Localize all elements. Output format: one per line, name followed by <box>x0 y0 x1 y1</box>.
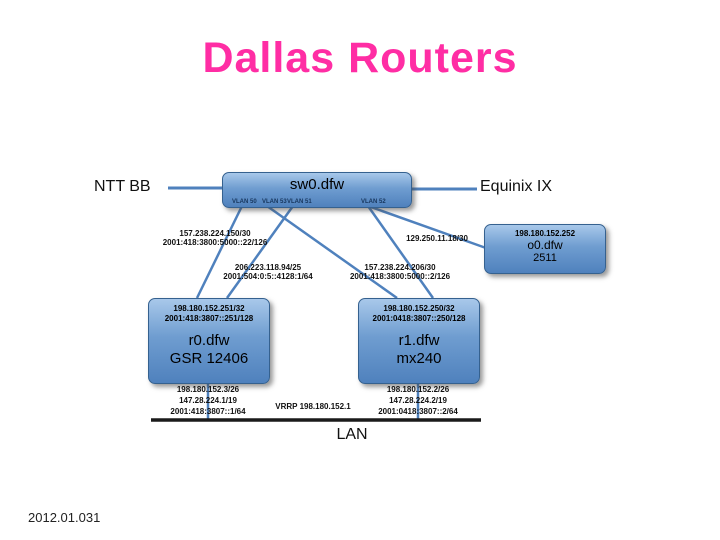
vlan-52-label: VLAN 52 <box>361 199 386 205</box>
slide-footer-date: 2012.01.031 <box>28 510 101 525</box>
link-label-ntt-r0: 157.238.224.150/30 2001:418:3800:5000::2… <box>163 229 268 247</box>
wire-vlan50-to-r0 <box>195 205 244 299</box>
router-o0-dfw: 198.180.152.252 o0.dfw 2511 <box>484 224 606 274</box>
wire-vlan53-to-r1 <box>266 204 398 300</box>
r0-lan-addresses: 198.180.152.3/26 147.28.224.1/19 2001:41… <box>170 384 245 417</box>
link-ntt-r1-ipv4: 157.238.224.206/30 <box>364 263 436 272</box>
o0-model: 2511 <box>533 252 557 264</box>
router-r0-dfw: 198.180.152.251/32 2001:418:3807::251/12… <box>148 298 270 384</box>
link-ntt-r0-ipv6: 2001:418:3800:5000::22/126 <box>162 238 268 247</box>
wire-vlan51-to-r0 <box>225 205 295 299</box>
r0-model: GSR 12406 <box>169 350 249 367</box>
r0-name: r0.dfw <box>188 332 230 349</box>
switch-name: sw0.dfw <box>289 176 345 193</box>
wire-vlan52-to-r1 <box>366 205 435 299</box>
vlan-53-label: VLAN 53 <box>262 199 287 205</box>
vrrp-address-label: VRRP 198.180.152.1 <box>275 402 351 411</box>
r0-lan-ipv4: 198.180.152.3/26 <box>176 385 240 394</box>
link-equinix-ipv4: 206.223.118.94/25 <box>234 263 302 272</box>
o0-ip-address: 198.180.152.252 <box>514 229 576 238</box>
switch-sw0-dfw: sw0.dfw VLAN 50 VLAN 53 VLAN 51 VLAN 52 <box>222 172 412 208</box>
r1-lan-addresses: 198.180.152.2/26 147.28.224.2/19 2001:04… <box>378 384 458 417</box>
link-ntt-o0-ipv4: 129.250.11.18/30 <box>406 234 468 243</box>
page-title: Dallas Routers <box>202 34 518 82</box>
link-ntt-r0-ipv4: 157.238.224.150/30 <box>179 229 251 238</box>
r0-lan-ipv4-secondary: 147.28.224.1/19 <box>179 396 237 405</box>
link-label-ntt-r1: 157.238.224.206/30 2001:418:3800:5000::2… <box>350 263 450 281</box>
r1-lan-ipv4: 198.180.152.2/26 <box>386 385 450 394</box>
wire-vlan52-to-o0 <box>367 204 487 250</box>
r0-ipv4-address: 198.180.152.251/32 <box>173 304 245 313</box>
r1-name: r1.dfw <box>398 332 440 349</box>
link-ntt-r1-ipv6: 2001:418:3800:5000::2/126 <box>349 272 451 281</box>
lan-label: LAN <box>336 426 368 443</box>
ntt-bb-label: NTT BB <box>94 178 151 195</box>
router-r1-dfw: 198.180.152.250/32 2001:0418:3807::250/1… <box>358 298 480 384</box>
link-label-equinix: 206.223.118.94/25 2001:504:0:5::4128:1/6… <box>223 263 312 281</box>
link-label-ntt-o0: 129.250.11.18/30 <box>406 234 468 243</box>
vlan-51-label: VLAN 51 <box>287 199 312 205</box>
link-equinix-ipv6: 2001:504:0:5::4128:1/64 <box>223 272 313 281</box>
r0-lan-ipv6: 2001:418:3807::1/64 <box>170 407 246 416</box>
r0-ipv6-address: 2001:418:3807::251/128 <box>164 314 254 323</box>
vlan-50-label: VLAN 50 <box>232 199 257 205</box>
equinix-ix-label: Equinix IX <box>480 178 553 195</box>
r1-model: mx240 <box>396 350 442 367</box>
r1-lan-ipv6: 2001:0418:3807::2/64 <box>378 407 458 416</box>
r1-ipv4-address: 198.180.152.250/32 <box>383 304 455 313</box>
o0-name: o0.dfw <box>527 238 563 252</box>
r1-lan-ipv4-secondary: 147.28.224.2/19 <box>389 396 447 405</box>
r1-ipv6-address: 2001:0418:3807::250/128 <box>372 314 466 323</box>
